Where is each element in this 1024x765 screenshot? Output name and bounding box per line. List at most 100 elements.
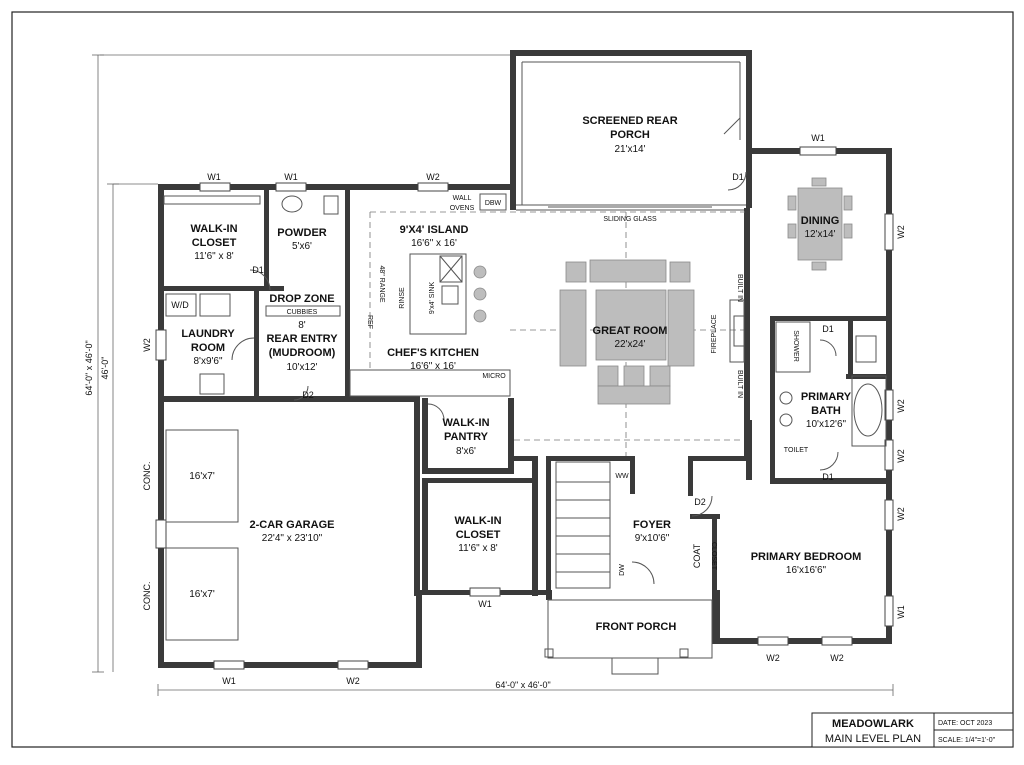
room-primary-bath-name1: PRIMARY — [801, 391, 852, 403]
label-w2-left: W2 — [142, 338, 152, 352]
label-w2-right-1: W2 — [896, 225, 906, 239]
label-w2-right-3: W2 — [896, 449, 906, 463]
label-w1-right: W1 — [896, 605, 906, 619]
label-built-in-1: BUILT IN — [736, 274, 743, 302]
room-screened-porch-name2: PORCH — [610, 129, 650, 141]
room-primary-bath-dim: 10'x12'6" — [806, 419, 847, 430]
label-w1-b: W1 — [284, 172, 298, 182]
label-d1-porch: D1 — [732, 172, 744, 182]
screen-porch-lines — [516, 61, 746, 211]
dim-overall-horizontal: 64'-0" x 46'-0" — [495, 680, 550, 690]
garage-bay-1-dim: 16'x7' — [189, 471, 215, 482]
room-garage-name: 2-CAR GARAGE — [250, 519, 335, 531]
room-dining-name: DINING — [801, 215, 840, 227]
room-walkin-closet-1-name1: WALK-IN — [190, 223, 237, 235]
label-ref: REF — [366, 315, 373, 329]
label-sink: 9'x4' SINK — [429, 282, 436, 315]
room-walkin-closet-2-dim: 11'6" x 8' — [458, 543, 498, 554]
label-wd: W/D — [171, 300, 189, 310]
label-conc-2: CONC. — [142, 582, 152, 611]
stairs — [555, 461, 611, 589]
room-laundry-name1: LAUNDRY — [181, 328, 235, 340]
room-laundry-name2: ROOM — [191, 342, 225, 354]
room-powder-name: POWDER — [277, 227, 327, 239]
kitchen-island — [409, 253, 487, 335]
label-w2-right-4: W2 — [896, 507, 906, 521]
dim-overall-vertical-1: 64'-0" x 46'-0" — [84, 340, 94, 395]
label-wall-ovens-2: OVENS — [450, 205, 475, 212]
label-closet: CLOSET — [710, 542, 717, 571]
interior-walls — [158, 190, 890, 596]
label-w2-bed-2: W2 — [830, 653, 844, 663]
room-pantry-name1: WALK-IN — [442, 417, 489, 429]
label-dw: DW — [619, 564, 626, 576]
room-foyer-dim: 9'x10'6" — [635, 533, 670, 544]
room-rear-entry-name2: (MUDROOM) — [269, 347, 336, 359]
room-rear-entry-name1: REAR ENTRY — [266, 333, 338, 345]
label-sliding-glass: SLIDING GLASS — [603, 216, 657, 223]
room-primary-bedroom-dim: 16'x16'6" — [786, 565, 827, 576]
room-kitchen-name: CHEF'S KITCHEN — [387, 347, 479, 359]
label-range: 48" RANGE — [378, 265, 385, 302]
label-d2-mudroom: D2 — [302, 390, 314, 400]
label-micro: MICRO — [482, 373, 506, 380]
label-conc-1: CONC. — [142, 462, 152, 491]
room-screened-porch-name1: SCREENED REAR — [582, 115, 677, 127]
title-date: DATE: OCT 2023 — [938, 720, 992, 727]
label-w2-bed-1: W2 — [766, 653, 780, 663]
room-island-name: 9'X4' ISLAND — [400, 224, 469, 236]
label-built-in-2: BUILT IN — [736, 370, 743, 398]
room-walkin-closet-2-name1: WALK-IN — [454, 515, 501, 527]
exterior-walls — [158, 50, 892, 668]
room-island-dim: 16'6" x 16' — [411, 238, 457, 249]
room-powder-dim: 5'x6' — [292, 241, 312, 252]
label-w1-a: W1 — [207, 172, 221, 182]
powder-laundry-fixtures — [163, 195, 339, 395]
room-primary-bath-name2: BATH — [811, 405, 841, 417]
label-d1-closet: D1 — [252, 265, 264, 275]
room-foyer-name: FOYER — [633, 519, 671, 531]
door-swings — [231, 117, 839, 585]
label-ww: WW — [615, 473, 629, 480]
room-dining-dim: 12'x14' — [804, 229, 835, 240]
label-w1-garage: W1 — [222, 676, 236, 686]
garage-bays — [165, 429, 239, 641]
sheet-border — [11, 11, 1014, 748]
room-screened-porch-dim: 21'x14' — [614, 144, 645, 155]
label-coat: COAT — [692, 543, 702, 568]
title-name: MEADOWLARK — [832, 718, 914, 730]
label-d1-bath-bot: D1 — [822, 472, 834, 482]
label-w1-dining: W1 — [811, 133, 825, 143]
room-garage-dim: 22'4" x 23'10" — [262, 533, 323, 544]
room-front-porch-name: FRONT PORCH — [596, 621, 677, 633]
room-drop-zone-name: DROP ZONE — [269, 293, 334, 305]
garage-bay-2-dim: 16'x7' — [189, 589, 215, 600]
label-rinse: RINSE — [399, 287, 406, 309]
label-dbw: DBW — [485, 200, 502, 207]
room-primary-bedroom-name: PRIMARY BEDROOM — [751, 551, 862, 563]
dim-overall-vertical-2: 46'-0" — [100, 357, 110, 380]
room-pantry-dim: 8'x6' — [456, 446, 476, 457]
front-porch — [544, 599, 713, 675]
room-great-room-dim: 22'x24' — [614, 339, 645, 350]
label-w2-top: W2 — [426, 172, 440, 182]
fireplace — [729, 299, 745, 363]
label-w2-right-2: W2 — [896, 399, 906, 413]
dimension-lines: 64'-0" x 46'-0" 46'-0" 64'-0" x 46'-0" — [84, 54, 894, 696]
room-great-room-name: GREAT ROOM — [593, 325, 668, 337]
room-kitchen-dim: 16'6" x 16' — [410, 361, 456, 372]
room-drop-zone-cubbies: CUBBIES — [287, 309, 318, 316]
room-laundry-dim: 8'x9'6" — [193, 356, 223, 367]
label-wall-ovens-1: WALL — [453, 195, 472, 202]
room-drop-zone-dim: 8' — [298, 320, 306, 331]
label-w2-garage: W2 — [346, 676, 360, 686]
label-w1-closet: W1 — [478, 599, 492, 609]
room-rear-entry-dim: 10'x12' — [286, 362, 317, 373]
room-walkin-closet-2-name2: CLOSET — [456, 529, 501, 541]
bath-fixtures — [775, 321, 887, 447]
room-walkin-closet-1-name2: CLOSET — [192, 237, 237, 249]
label-d2-bedroom: D2 — [694, 497, 706, 507]
room-pantry-name2: PANTRY — [444, 431, 489, 443]
title-scale: SCALE: 1/4"=1'-0" — [938, 737, 996, 744]
